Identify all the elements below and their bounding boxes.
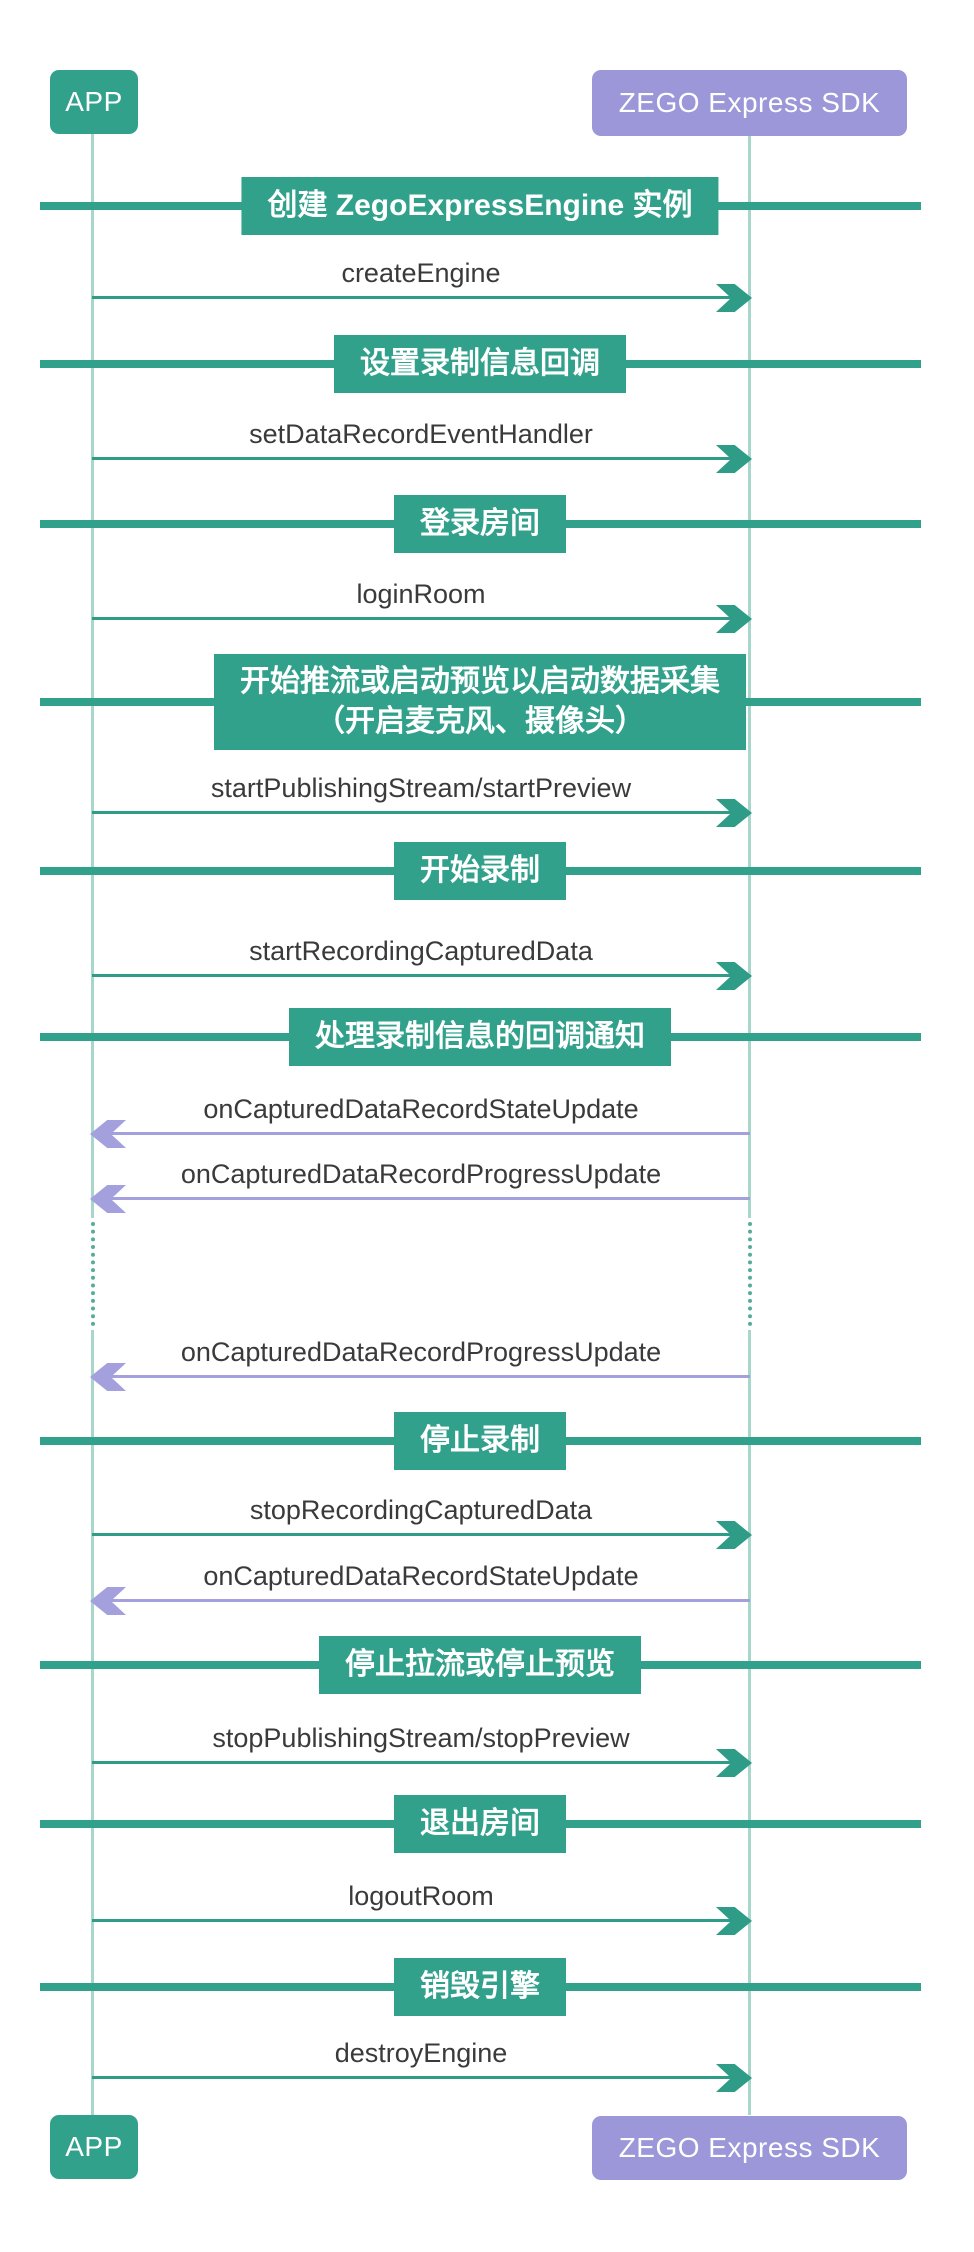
- arrow-line: [90, 1363, 750, 1391]
- lifeline-sdk-top-segment: [748, 136, 751, 1218]
- msg-start-recording-captured-data: startRecordingCapturedData: [92, 933, 752, 990]
- arrow-line: [92, 445, 752, 473]
- arrow-line: [92, 1907, 752, 1935]
- actor-app-top: APP: [50, 70, 138, 134]
- phase-stop-stream-preview: 停止拉流或停止预览: [319, 1636, 641, 1694]
- message-label: stopPublishingStream/stopPreview: [212, 1723, 630, 1753]
- arrow-line: [90, 1587, 750, 1615]
- msg-on-captured-data-record-state-update-2: onCapturedDataRecordStateUpdate: [90, 1558, 750, 1615]
- phase-set-record-callback: 设置录制信息回调: [334, 335, 626, 393]
- message-label: startRecordingCapturedData: [249, 936, 593, 966]
- arrow-line: [92, 605, 752, 633]
- message-label: onCapturedDataRecordProgressUpdate: [180, 1159, 662, 1189]
- phase-login-room: 登录房间: [394, 495, 566, 553]
- arrow-line: [92, 2064, 752, 2092]
- lifeline-app-bottom-segment: [91, 1330, 94, 2115]
- message-label: startPublishingStream/startPreview: [210, 773, 632, 803]
- arrow-line: [92, 799, 752, 827]
- message-label: logoutRoom: [348, 1881, 494, 1911]
- msg-stop-recording-captured-data: stopRecordingCapturedData: [92, 1492, 752, 1549]
- msg-set-data-record-event-handler: setDataRecordEventHandler: [92, 416, 752, 473]
- actor-sdk-bottom: ZEGO Express SDK: [592, 2116, 907, 2180]
- actor-sdk-top: ZEGO Express SDK: [592, 70, 907, 136]
- message-label: destroyEngine: [334, 2038, 508, 2068]
- phase-create-engine: 创建 ZegoExpressEngine 实例: [241, 177, 719, 235]
- phase-destroy-engine: 销毁引擎: [394, 1958, 566, 2016]
- arrow-line: [92, 284, 752, 312]
- arrow-line: [92, 1521, 752, 1549]
- arrow-line: [92, 1749, 752, 1777]
- msg-on-captured-data-record-state-update-1: onCapturedDataRecordStateUpdate: [90, 1091, 750, 1148]
- phase-start-publish-preview-line1: 开始推流或启动预览以启动数据采集: [240, 665, 720, 698]
- message-label: stopRecordingCapturedData: [249, 1495, 593, 1525]
- actor-app-bottom: APP: [50, 2115, 138, 2179]
- message-label: onCapturedDataRecordStateUpdate: [203, 1561, 639, 1591]
- lifeline-app-dotted-segment: [91, 1222, 95, 1326]
- message-label: setDataRecordEventHandler: [249, 419, 593, 449]
- msg-on-captured-data-record-progress-update-2: onCapturedDataRecordProgressUpdate: [90, 1334, 750, 1391]
- arrow-line: [90, 1120, 750, 1148]
- lifeline-sdk-bottom-segment: [748, 1330, 751, 2115]
- msg-stop-publishing-stream: stopPublishingStream/stopPreview: [92, 1720, 752, 1777]
- arrow-line: [90, 1185, 750, 1213]
- lifeline-app-top-segment: [91, 134, 94, 1218]
- message-label: createEngine: [341, 258, 501, 288]
- msg-destroy-engine: destroyEngine: [92, 2035, 752, 2092]
- msg-login-room: loginRoom: [92, 576, 752, 633]
- msg-on-captured-data-record-progress-update-1: onCapturedDataRecordProgressUpdate: [90, 1156, 750, 1213]
- msg-logout-room: logoutRoom: [92, 1878, 752, 1935]
- msg-create-engine: createEngine: [92, 255, 752, 312]
- arrow-line: [92, 962, 752, 990]
- message-label: onCapturedDataRecordProgressUpdate: [180, 1337, 662, 1367]
- phase-handle-record-callbacks: 处理录制信息的回调通知: [289, 1008, 671, 1066]
- phase-start-publish-preview-line2: （开启麦克风、摄像头）: [315, 705, 645, 738]
- msg-start-publishing-stream: startPublishingStream/startPreview: [92, 770, 752, 827]
- message-label: onCapturedDataRecordStateUpdate: [203, 1094, 639, 1124]
- phase-start-recording: 开始录制: [394, 842, 566, 900]
- message-label: loginRoom: [356, 579, 486, 609]
- phase-stop-recording: 停止录制: [394, 1412, 566, 1470]
- lifeline-sdk-dotted-segment: [748, 1222, 752, 1326]
- phase-logout-room: 退出房间: [394, 1795, 566, 1853]
- phase-start-publish-preview: 开始推流或启动预览以启动数据采集 （开启麦克风、摄像头）: [214, 654, 746, 750]
